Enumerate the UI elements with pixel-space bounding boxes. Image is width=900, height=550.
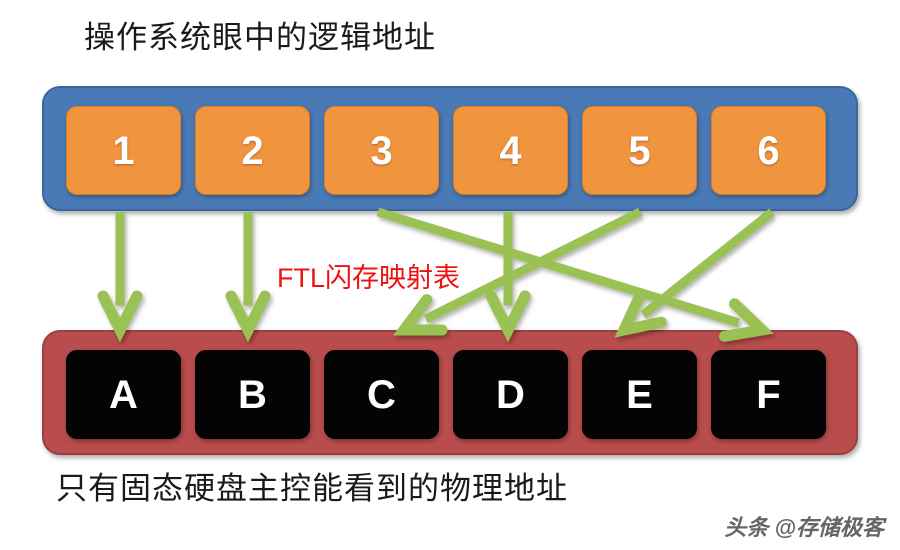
physical-cell-f-label: F — [756, 372, 781, 417]
logical-cell-3-label: 3 — [370, 128, 393, 173]
physical-cell-b[interactable]: B — [195, 350, 310, 439]
ftl-mapping-table-label: FTL闪存映射表 — [277, 263, 461, 293]
physical-cell-e[interactable]: E — [582, 350, 697, 439]
logical-cell-1-label: 1 — [112, 128, 135, 173]
physical-address-band: A B C D E F — [42, 330, 858, 455]
physical-cell-c[interactable]: C — [324, 350, 439, 439]
physical-cell-f[interactable]: F — [711, 350, 826, 439]
physical-cell-c-label: C — [367, 372, 396, 417]
physical-cell-d-label: D — [496, 372, 525, 417]
mapping-arrow-head-6-E — [614, 290, 667, 338]
logical-cell-5[interactable]: 5 — [582, 106, 697, 195]
logical-cell-3[interactable]: 3 — [324, 106, 439, 195]
logical-cell-6-label: 6 — [757, 128, 780, 173]
logical-cell-6[interactable]: 6 — [711, 106, 826, 195]
physical-cell-b-label: B — [238, 372, 267, 417]
logical-cell-4-label: 4 — [499, 128, 522, 173]
watermark-text: 头条 @存储极客 — [724, 515, 884, 540]
physical-cell-d[interactable]: D — [453, 350, 568, 439]
logical-address-title: 操作系统眼中的逻辑地址 — [84, 20, 436, 55]
watermark: 头条 @存储极客 — [724, 510, 884, 542]
logical-cell-5-label: 5 — [628, 128, 651, 173]
mapping-arrow-head-5-C — [393, 294, 448, 336]
logical-cell-2-label: 2 — [241, 128, 264, 173]
mapping-arrow-head-1-A — [97, 290, 143, 343]
logical-cell-4[interactable]: 4 — [453, 106, 568, 195]
logical-cell-1[interactable]: 1 — [66, 106, 181, 195]
mapping-arrow-head-4-D — [485, 290, 531, 343]
physical-cell-a[interactable]: A — [66, 350, 181, 439]
physical-cell-e-label: E — [626, 372, 653, 417]
logical-cell-2[interactable]: 2 — [195, 106, 310, 195]
mapping-arrow-shaft-6-E — [640, 208, 775, 319]
logical-address-band: 1 2 3 4 5 6 — [42, 86, 858, 211]
mapping-arrow-head-2-B — [225, 290, 271, 343]
physical-address-title: 只有固态硬盘主控能看到的物理地址 — [56, 471, 568, 506]
physical-cell-a-label: A — [109, 372, 138, 417]
